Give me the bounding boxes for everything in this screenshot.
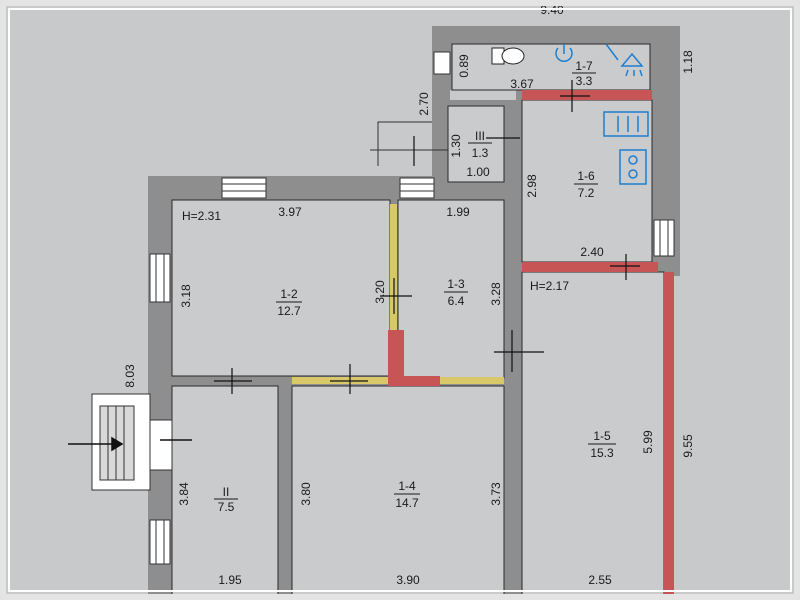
window-bath-left [433, 51, 451, 75]
wall-kitchen-left [516, 90, 524, 270]
room-number-1-2: 1-2 [280, 287, 298, 301]
dim-corr-bottom: 1.00 [466, 165, 490, 179]
dim-r2-top: 3.97 [278, 205, 302, 219]
dim-r3-top: 1.99 [446, 205, 470, 219]
window-r2-left [149, 253, 171, 303]
floor-r3 [397, 199, 505, 379]
dim-r5-bottom: 2.55 [588, 573, 612, 587]
room-area-1-6: 7.2 [578, 186, 595, 200]
room-number-II: II [223, 485, 230, 499]
room-number-1-5: 1-5 [593, 429, 611, 443]
dim-r4-right: 3.73 [489, 482, 503, 506]
corridor-porch [370, 121, 448, 166]
room-area-1-2: 12.7 [277, 304, 301, 318]
dim-corridor-h: 2.70 [417, 92, 431, 116]
door-r3-r5 [494, 330, 544, 372]
dim-bath-left: 0.89 [457, 54, 471, 78]
dim-r3-right: 3.28 [489, 282, 503, 306]
window-r2-top [221, 177, 267, 199]
dim-corr-left: 1.30 [449, 134, 463, 158]
floor-bath [451, 43, 651, 91]
kitchen-sink-icon [603, 111, 649, 137]
door-corridor [413, 136, 520, 166]
room-area-1-7: 3.3 [576, 74, 593, 88]
window-kitchen-right [653, 219, 675, 257]
window-r3-top [399, 177, 435, 199]
dim-r2-right: 3.20 [373, 280, 387, 304]
red-wall-mid [388, 376, 440, 386]
windows [149, 51, 675, 565]
dim-right-top: 1.18 [681, 50, 695, 74]
room-area-1-3: 6.4 [448, 294, 465, 308]
dim-bath-bottom: 3.67 [510, 77, 534, 91]
ceiling-height-right: H=2.17 [530, 279, 569, 293]
floor-r2 [171, 199, 391, 377]
sink-icon [555, 44, 573, 63]
floor-kitchen [521, 99, 653, 263]
door-r2-r4 [330, 364, 368, 394]
dim-outer-left: 8.03 [123, 364, 137, 388]
door-kitchen-r5 [610, 254, 640, 280]
window-rII-left [149, 519, 171, 565]
wall-r3-right [504, 176, 522, 600]
room-number-1-3: 1-3 [447, 277, 465, 291]
wall-rII-r4 [278, 380, 292, 600]
dim-rII-left: 3.84 [177, 482, 191, 506]
floor-r5 [521, 271, 665, 600]
toilet-icon [491, 47, 525, 65]
door-r2-r3 [380, 278, 412, 314]
yellow-wall-mid-right [440, 377, 504, 384]
red-wall-kitchen-r5 [522, 262, 658, 272]
room-number-III: III [475, 129, 485, 143]
dim-r2-left: 3.18 [179, 284, 193, 308]
room-number-1-4: 1-4 [398, 479, 416, 493]
yellow-wall-r2-r3 [390, 204, 397, 330]
dim-outer-right: 9.55 [681, 434, 695, 458]
dim-k-left: 2.98 [525, 174, 539, 198]
room-area-1-5: 15.3 [590, 446, 614, 460]
door-kitchen-bath [560, 80, 590, 112]
stove-icon [619, 149, 647, 185]
entrance-arrow-icon [68, 436, 192, 452]
ceiling-height-left: H=2.31 [182, 209, 221, 223]
floor-r4 [291, 385, 505, 600]
room-floors [171, 43, 665, 600]
dim-r4-left: 3.80 [299, 482, 313, 506]
door-r2-rII [214, 368, 252, 394]
door-markers [214, 80, 640, 394]
shower-icon [605, 43, 644, 77]
room-number-1-6: 1-6 [577, 169, 595, 183]
red-wall-r2-r3-base [388, 330, 404, 378]
dim-k-bottom: 2.40 [580, 245, 604, 259]
room-area-III: 1.3 [472, 146, 489, 160]
red-wall-bath-kitchen [522, 90, 652, 100]
room-area-1-4: 14.7 [395, 496, 419, 510]
room-area-II: 7.5 [218, 500, 235, 514]
dim-r5-right: 5.99 [641, 430, 655, 454]
dim-rII-bottom: 1.95 [218, 573, 242, 587]
dim-r4-bottom: 3.90 [396, 573, 420, 587]
labels: H=2.31 H=2.17 1-2 12.7 1-3 6.4 1-4 14.7 … [123, 3, 695, 587]
floor-corridor-III [447, 105, 505, 183]
floor-rII [171, 385, 279, 600]
room-number-1-7: 1-7 [575, 59, 593, 73]
red-wall-right [664, 272, 674, 600]
